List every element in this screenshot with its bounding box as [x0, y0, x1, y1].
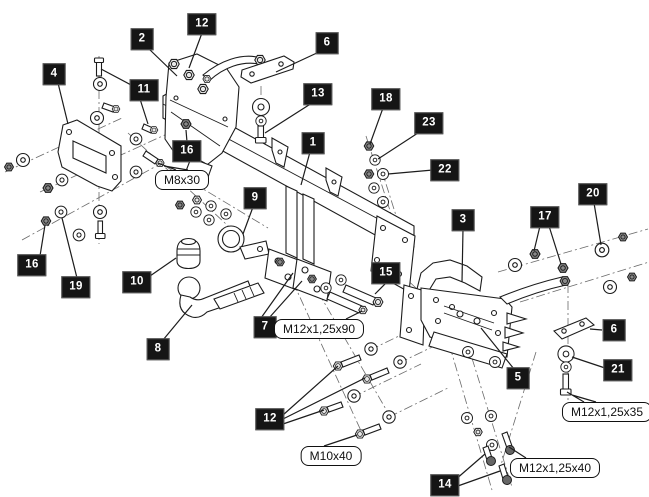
- part-label-22: 22: [430, 159, 460, 181]
- part-label-19: 19: [61, 276, 91, 298]
- part-label-15: 15: [371, 262, 401, 284]
- beam-fastener-column: [363, 141, 389, 208]
- leader-lines: [39, 32, 606, 488]
- part-label-23: 23: [414, 112, 444, 134]
- middle-fastener-cluster: [175, 195, 232, 226]
- spec-callout-m12x125x90: M12x1,25x90: [273, 319, 365, 339]
- right-mounting-bracket: [399, 259, 571, 369]
- left-side-plate: [4, 57, 159, 242]
- part-label-4: 4: [42, 63, 66, 85]
- part-label-12-top: 12: [187, 13, 217, 35]
- part-label-18: 18: [371, 88, 401, 110]
- receiver-bracket: [264, 185, 347, 302]
- spacer-plate-top: [240, 55, 295, 144]
- part-label-10: 10: [122, 271, 152, 293]
- bottom-left-bolts: [318, 342, 407, 439]
- m8x30-bolt: [142, 150, 165, 168]
- part-label-7: 7: [253, 316, 277, 338]
- part-label-17: 17: [530, 206, 560, 228]
- part-label-6-top: 6: [315, 32, 339, 54]
- clamp-bracket: [217, 225, 270, 260]
- part-label-12-bottom: 12: [255, 408, 285, 430]
- part-label-2: 2: [130, 28, 154, 50]
- part-label-9: 9: [243, 187, 267, 209]
- part-label-16-left: 16: [17, 254, 47, 276]
- part-label-11: 11: [129, 79, 159, 101]
- part-label-16-top: 16: [172, 140, 202, 162]
- part-label-5: 5: [506, 367, 530, 389]
- spec-callout-m12x125x35: M12x1,25x35: [561, 402, 649, 422]
- part-label-3: 3: [451, 209, 475, 231]
- part-label-21: 21: [603, 359, 633, 381]
- part-label-13: 13: [303, 83, 333, 105]
- part-label-6-bottom: 6: [602, 319, 626, 341]
- long-bolts: [326, 284, 384, 315]
- spec-callout-m12x125x40: M12x1,25x40: [509, 458, 601, 478]
- spacer-plate-bottom: [553, 317, 596, 396]
- part-label-20: 20: [578, 183, 608, 205]
- part-label-1: 1: [301, 132, 325, 154]
- towball-cover: [176, 237, 201, 270]
- spec-callout-m8x30: M8x30: [154, 170, 210, 190]
- towball-arm: [177, 276, 265, 318]
- spec-callout-m10x40: M10x40: [300, 446, 362, 466]
- part-label-8: 8: [146, 338, 170, 360]
- part-label-14: 14: [430, 474, 460, 496]
